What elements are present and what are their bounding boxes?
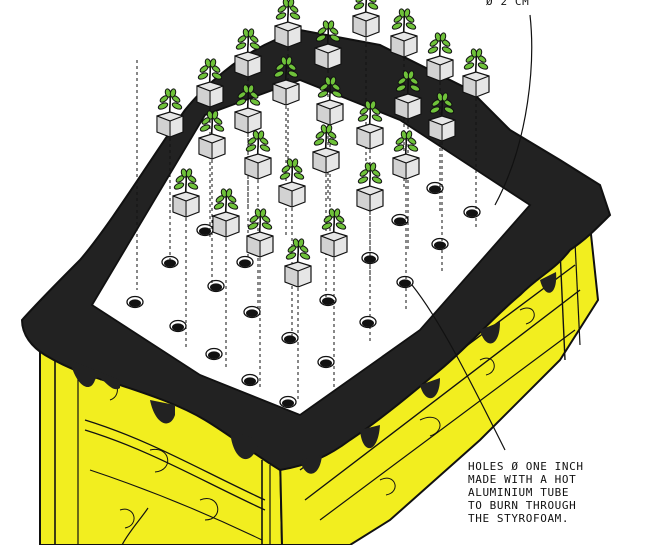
seedling-in-rockwool-cube-icon (353, 0, 379, 37)
styrofoam-hole-icon (208, 281, 224, 292)
holes-note-line-5: THE STYROFOAM. (468, 512, 618, 525)
styrofoam-hole-icon (427, 183, 443, 194)
holes-note-line-4: TO BURN THROUGH (468, 499, 618, 512)
styrofoam-hole-icon (464, 207, 480, 218)
styrofoam-hole-icon (432, 239, 448, 250)
holes-note: HOLES ø ONE INCH MADE WITH A HOT ALUMINI… (468, 460, 618, 525)
hole-diameter-label: ø 2 cm (486, 0, 529, 8)
seedling-in-rockwool-cube-icon (427, 32, 453, 81)
styrofoam-hole-icon (206, 349, 222, 360)
styrofoam-hole-icon (127, 297, 143, 308)
styrofoam-hole-icon (280, 397, 296, 408)
seedling-in-rockwool-cube-icon (463, 48, 489, 97)
seedling-in-rockwool-cube-icon (275, 0, 301, 47)
holes-note-line-3: ALUMINIUM TUBE (468, 486, 618, 499)
styrofoam-hole-icon (397, 277, 413, 288)
holes-note-line-2: MADE WITH A HOT (468, 473, 618, 486)
holes-note-line-1: HOLES ø ONE INCH (468, 460, 618, 473)
styrofoam-hole-icon (242, 375, 258, 386)
styrofoam-hole-icon (197, 225, 213, 236)
styrofoam-hole-icon (318, 357, 334, 368)
seedling-in-rockwool-cube-icon (391, 8, 417, 57)
styrofoam-hole-icon (237, 257, 253, 268)
styrofoam-hole-icon (170, 321, 186, 332)
styrofoam-hole-icon (282, 333, 298, 344)
seedling-in-rockwool-cube-icon (157, 88, 183, 137)
styrofoam-hole-icon (360, 317, 376, 328)
